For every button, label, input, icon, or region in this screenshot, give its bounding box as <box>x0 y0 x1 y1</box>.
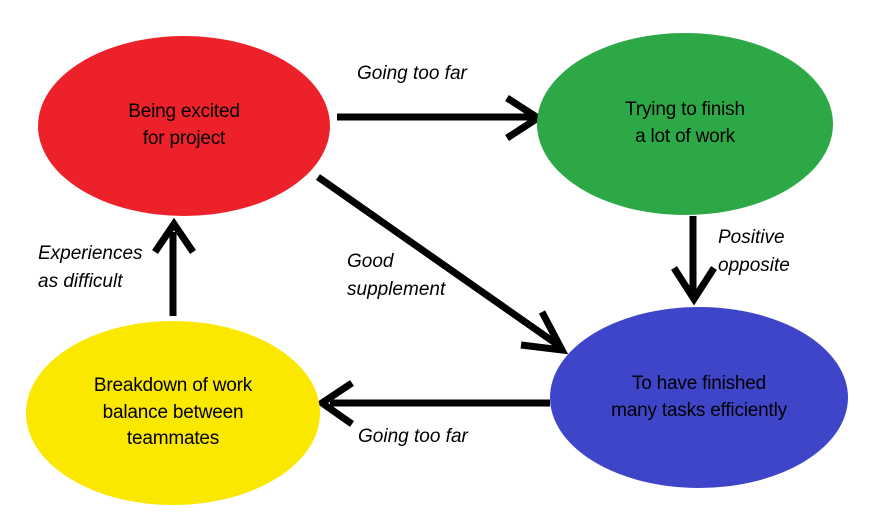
edge-label-balance-to-excited: Experiences as difficult <box>38 243 143 292</box>
node-to-have-finished-many-tasks-efficiently[interactable]: To have finished many tasks efficiently <box>550 307 848 488</box>
node-label: Breakdown of work balance between teamma… <box>93 374 253 450</box>
edge-balance-to-excited <box>152 217 196 316</box>
node-trying-to-finish-a-lot-of-work[interactable]: Trying to finish a lot of work <box>537 33 833 215</box>
edge-tasks-to-balance <box>315 380 550 427</box>
node-breakdown-of-work-balance-between-teammates[interactable]: Breakdown of work balance between teamma… <box>26 321 320 505</box>
node-label: Trying to finish a lot of work <box>625 99 745 147</box>
edge-label-tasks-to-balance: Going too far <box>358 426 468 447</box>
edge-label-finish-to-tasks: Positive opposite <box>718 227 790 276</box>
node-label: To have finished many tasks efficiently <box>611 372 787 421</box>
edge-label-excited-to-tasks: Good supplement <box>347 251 446 300</box>
node-being-excited-for-project[interactable]: Being excited for project <box>38 36 330 216</box>
edge-excited-to-tasks <box>315 174 569 355</box>
edge-label-excited-to-finish: Going too far <box>357 63 467 84</box>
edge-finish-to-tasks <box>671 216 717 306</box>
node-label: Being excited for project <box>128 101 240 149</box>
edge-excited-to-finish <box>337 95 545 141</box>
